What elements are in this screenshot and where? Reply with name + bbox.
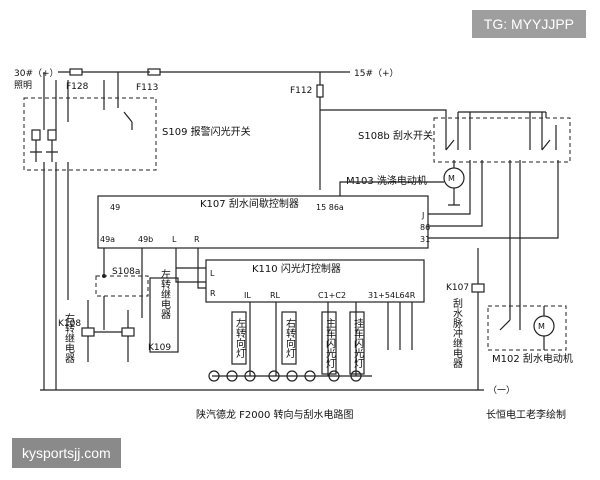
lamp-5 — [286, 370, 298, 382]
terminal-31-54: 31+54L64R — [368, 291, 416, 300]
washer-motor-symbol: M — [448, 174, 455, 183]
k110-controller-label: K110 闪光灯控制器 — [252, 262, 341, 275]
k107-controller-label: K107 刮水间歇控制器 — [200, 197, 299, 210]
terminal-j: J — [421, 211, 424, 220]
left-turn-relay-box — [149, 277, 179, 353]
fuse-f113-label: F113 — [136, 83, 158, 93]
terminal-15-86a: 15 86a — [316, 203, 344, 212]
k107-relay-coil — [471, 283, 485, 293]
terminal-rl: RL — [270, 291, 281, 300]
battery-15-label: 15#（+） — [354, 68, 399, 79]
m103-label: M103 洗涤电动机 — [346, 174, 427, 187]
hazard-lamp-left — [31, 129, 41, 141]
main-flasher-label: 主车闪光灯 — [324, 318, 336, 369]
hazard-lamp-right — [47, 129, 57, 141]
trailer-flasher-label-box — [349, 311, 365, 375]
terminal-49a: 49a — [100, 235, 115, 244]
k110-terminal-r: R — [210, 289, 216, 298]
k109-label: K109 — [148, 343, 171, 353]
right-lamp-label-box — [281, 311, 297, 365]
k110-terminal-l: L — [210, 269, 215, 278]
fuse-f112 — [316, 84, 324, 98]
terminal-l: L — [172, 235, 177, 244]
s109-contacts — [43, 72, 133, 130]
fuse-f128 — [69, 68, 83, 76]
m102-label: M102 刮水电动机 — [492, 352, 573, 365]
watermark-top: TG: MYYJJPP — [471, 10, 586, 38]
s108b-contacts — [445, 112, 557, 151]
fuse-f128-label: F128 — [66, 82, 89, 92]
left-turn-relay-label: 左转继电器 — [159, 268, 171, 320]
s108b-switch-box — [433, 117, 571, 163]
s109-switch-box — [23, 97, 157, 171]
wiper-motor-wires — [477, 160, 545, 390]
s109-label: S109 报警闪光开关 — [162, 125, 251, 138]
diagram-caption: 陕汽德龙 F2000 转向与刮水电路图 — [196, 408, 354, 421]
right-lamp-label: 右转向灯 — [284, 317, 296, 359]
lamp-4 — [268, 370, 280, 382]
lamp-7 — [328, 370, 340, 382]
lamp-8 — [350, 370, 362, 382]
lamp-row — [208, 370, 372, 382]
terminal-31: 31 — [420, 235, 430, 244]
left-lamp-label-box — [231, 311, 247, 365]
hazard-lamps-wires — [30, 140, 58, 162]
terminal-86: 86 — [420, 223, 430, 232]
s108b-label: S108b 刮水开关 — [358, 129, 433, 142]
terminal-il: IL — [244, 291, 251, 300]
s108a-label: S108a — [112, 267, 140, 277]
battery-30-label: 30#（+） — [14, 68, 59, 79]
k107-right-wires — [339, 160, 559, 239]
k107-controller-box — [97, 195, 429, 249]
terminal-49: 49 — [110, 203, 120, 212]
k108-label: K108 — [58, 319, 81, 329]
lamp-branch-wires — [249, 302, 413, 376]
wiper-pulse-relay-label: 刮水脉冲继电器 — [451, 297, 463, 369]
wiper-switch-feed — [458, 111, 547, 118]
s108a-switch-box — [95, 275, 149, 297]
watermark-bottom: kysports​jj.com — [12, 438, 121, 468]
junction-dot — [102, 274, 106, 278]
terminal-49b: 49b — [138, 235, 153, 244]
fuse-f112-label: F112 — [290, 86, 312, 96]
k108-coil — [81, 327, 95, 337]
lighting-label: 照明 — [14, 80, 32, 91]
relay-wires — [43, 162, 129, 390]
ground-label: （一） — [488, 385, 515, 396]
lamp-2 — [226, 370, 238, 382]
left-lamp-label: 左转向灯 — [234, 317, 246, 359]
terminal-c1c2: C1+C2 — [318, 291, 346, 300]
k107-relay-label: K107 — [446, 283, 469, 293]
f112-to-wiper-switch — [320, 109, 447, 125]
k109-coil — [121, 327, 135, 337]
lamp-3 — [244, 370, 256, 382]
terminal-r: R — [194, 235, 200, 244]
washer-motor-wires — [448, 160, 460, 206]
trailer-flasher-label: 挂车闪光灯 — [352, 317, 364, 369]
k110-controller-box — [205, 259, 425, 303]
author-caption: 长恒电工老李绘制 — [486, 408, 566, 421]
fuse-f113 — [147, 68, 161, 76]
lamp-1 — [208, 370, 220, 382]
wiper-motor-symbol: M — [538, 322, 545, 331]
s108a-wires — [103, 248, 206, 330]
lamp-6 — [304, 370, 316, 382]
m102-motor-box — [487, 305, 567, 351]
right-turn-relay-label: 右转继电器 — [63, 312, 75, 364]
